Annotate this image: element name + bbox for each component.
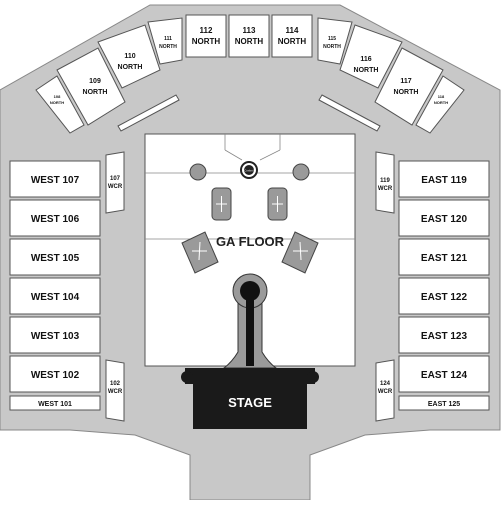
section-114-num: 114 [286,26,299,35]
section-west-106-label: WEST 106 [31,214,80,225]
section-119-wcr-num: 119 [380,178,390,184]
section-west-103-label: WEST 103 [31,331,80,342]
section-102-wcr[interactable]: 102 WCR [105,359,125,422]
section-115[interactable]: 115 NORTH [317,17,353,65]
section-109[interactable]: 109 NORTH [56,47,126,126]
section-east-123-label: EAST 123 [421,331,468,342]
section-112-num: 112 [200,26,213,35]
section-118[interactable]: 118 NORTH [415,75,465,134]
ga-floor-label: GA FLOOR [216,234,285,249]
section-124-wcr-num: 124 [380,381,391,387]
section-115-num: 115 [328,36,336,42]
section-108-name: NORTH [50,100,64,105]
section-119-wcr[interactable]: 119 WCR [375,151,395,214]
section-west-102-label: WEST 102 [31,370,80,381]
section-117-name: NORTH [394,89,419,96]
stage: STAGE [181,368,319,429]
speaker-tower-right [267,187,288,221]
section-108-num: 108 [54,94,61,99]
section-east-125-label: EAST 125 [428,401,460,408]
section-west-105[interactable]: WEST 105 [9,238,101,276]
section-west-102[interactable]: WEST 102 [9,355,101,393]
section-west-104-label: WEST 104 [31,292,80,303]
section-119-wcr-tag: WCR [378,186,393,192]
section-113[interactable]: 113 NORTH [228,14,270,58]
section-east-122[interactable]: EAST 122 [398,277,490,315]
section-109-name: NORTH [83,89,108,96]
section-124-wcr-tag: WCR [378,389,393,395]
control-booth: Control [240,161,258,179]
control-booth-mark: Control [244,169,253,173]
section-102-wcr-tag: WCR [108,389,123,395]
camera-riser-left [181,231,219,274]
section-east-121-label: EAST 121 [421,253,468,264]
section-east-120[interactable]: EAST 120 [398,199,490,237]
section-east-122-label: EAST 122 [421,292,468,303]
walkway-left [117,94,180,132]
section-west-104[interactable]: WEST 104 [9,277,101,315]
section-east-124[interactable]: EAST 124 [398,355,490,393]
section-110[interactable]: 110 NORTH [97,24,161,89]
section-115-name: NORTH [323,44,341,50]
section-110-name: NORTH [118,64,143,71]
speaker-tower-left [211,187,232,221]
section-116-name: NORTH [354,67,379,74]
section-112[interactable]: 112 NORTH [185,14,227,58]
section-124-wcr[interactable]: 124 WCR [375,359,395,422]
stage-label: STAGE [228,395,272,410]
section-118-name: NORTH [434,100,448,105]
stage-runway [222,273,278,369]
section-116-num: 116 [360,56,371,63]
section-west-101-label: WEST 101 [38,401,72,408]
section-west-107-label: WEST 107 [31,175,80,186]
floor-post-right [292,163,310,181]
camera-riser-right [281,231,319,274]
section-east-123[interactable]: EAST 123 [398,316,490,354]
section-114-name: NORTH [278,37,307,46]
section-111-name: NORTH [159,44,177,50]
section-111[interactable]: 111 NORTH [147,17,183,65]
section-107-wcr-num: 107 [110,176,121,182]
section-102-wcr-num: 102 [110,381,121,387]
section-east-119-label: EAST 119 [421,175,467,186]
section-west-103[interactable]: WEST 103 [9,316,101,354]
section-113-num: 113 [243,26,256,35]
section-107-wcr-tag: WCR [108,184,123,190]
section-east-125[interactable]: EAST 125 [398,395,490,411]
section-111-num: 111 [164,36,172,42]
section-108[interactable]: 108 NORTH [35,75,85,134]
section-east-121[interactable]: EAST 121 [398,238,490,276]
section-west-101[interactable]: WEST 101 [9,395,101,411]
section-west-106[interactable]: WEST 106 [9,199,101,237]
section-east-124-label: EAST 124 [421,370,468,381]
walkway-right [318,94,381,132]
section-east-119[interactable]: EAST 119 [398,160,490,198]
section-112-name: NORTH [192,37,221,46]
section-east-120-label: EAST 120 [421,214,468,225]
section-110-num: 110 [124,53,135,60]
section-109-num: 109 [89,78,101,85]
section-118-num: 118 [438,94,445,99]
section-117[interactable]: 117 NORTH [374,47,444,126]
section-114[interactable]: 114 NORTH [271,14,313,58]
section-107-wcr[interactable]: 107 WCR [105,151,125,214]
section-117-num: 117 [400,78,411,85]
section-116[interactable]: 116 NORTH [339,24,403,89]
section-west-107[interactable]: WEST 107 [9,160,101,198]
section-west-105-label: WEST 105 [31,253,80,264]
floor-post-left [189,163,207,181]
section-113-name: NORTH [235,37,264,46]
